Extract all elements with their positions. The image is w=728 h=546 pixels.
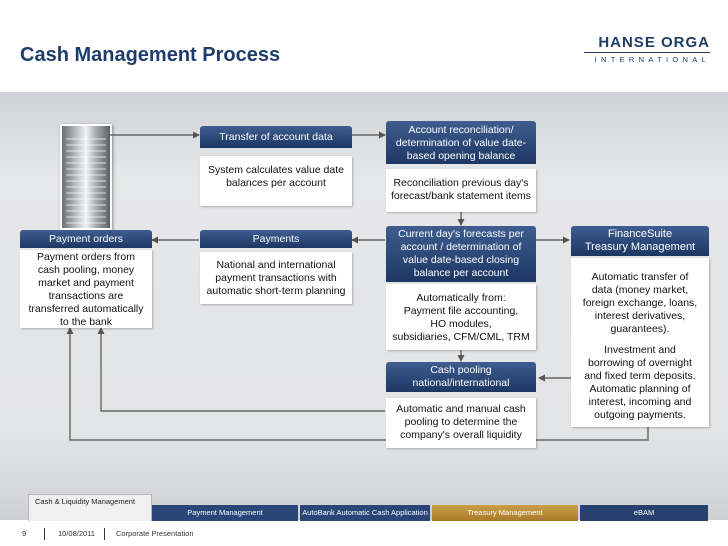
box-payments-body: National and international payment trans… xyxy=(200,252,352,304)
logo-divider xyxy=(584,52,710,53)
box-financesuite-header: FinanceSuite Treasury Management xyxy=(571,226,709,256)
box-payments: Payments National and international paym… xyxy=(200,230,352,304)
box-cashpool-body: Automatic and manual cash pooling to det… xyxy=(386,398,536,448)
box-payments-header: Payments xyxy=(200,230,352,248)
box-forecasts-header: Current day's forecasts per account / de… xyxy=(386,226,536,282)
box-payment-orders: Payment orders Payment orders from cash … xyxy=(20,230,152,328)
footer-separator xyxy=(44,528,45,540)
box-transfer-account-data: Transfer of account data System calculat… xyxy=(200,126,352,206)
box-transfer-body: System calculates value date balances pe… xyxy=(200,156,352,206)
box-transfer-header: Transfer of account data xyxy=(200,126,352,148)
page-title: Cash Management Process xyxy=(20,44,281,66)
arrow-financesuite-to-orders xyxy=(66,327,649,441)
logo-subtitle: INTERNATIONAL xyxy=(594,55,710,64)
tab-cash-liquidity-management[interactable]: Cash & Liquidity Management xyxy=(28,494,152,521)
footer-separator xyxy=(104,528,105,540)
box-account-reconciliation: Account reconciliation/ determination of… xyxy=(386,121,536,212)
arrow-cashpool-to-orders xyxy=(97,327,385,412)
footer: 9 10/08/2011 Corporate Presentation xyxy=(0,521,728,546)
box-payment-orders-body: Payment orders from cash pooling, money … xyxy=(20,250,152,328)
tab-payment-management[interactable]: Payment Management xyxy=(152,505,298,521)
box-financesuite-treasury: FinanceSuite Treasury Management Automat… xyxy=(571,226,709,427)
tab-ebam[interactable]: eBAM xyxy=(580,505,708,521)
box-reconcile-header: Account reconciliation/ determination of… xyxy=(386,121,536,164)
logo: HANSE ORGA xyxy=(598,34,710,51)
box-cash-pooling: Cash pooling national/international Auto… xyxy=(386,362,536,448)
box-forecasts-body: Automatically from: Payment file account… xyxy=(386,284,536,350)
footer-date: 10/08/2011 xyxy=(58,529,95,538)
box-cashpool-header: Cash pooling national/international xyxy=(386,362,536,392)
box-reconcile-body: Reconciliation previous day's forecast/b… xyxy=(386,169,536,212)
footer-label: Corporate Presentation xyxy=(116,529,194,538)
building-windows xyxy=(66,134,106,224)
tab-treasury-management[interactable]: Treasury Management xyxy=(432,505,578,521)
box-payment-orders-header: Payment orders xyxy=(20,230,152,248)
box-current-day-forecasts: Current day's forecasts per account / de… xyxy=(386,226,536,350)
tab-bar: Payment Management AutoBank Automatic Ca… xyxy=(0,505,728,521)
building-image xyxy=(60,124,112,230)
box-financesuite-body: Automatic transfer of data (money market… xyxy=(571,258,709,427)
footer-page-number: 9 xyxy=(22,529,27,538)
tab-autobank[interactable]: AutoBank Automatic Cash Application xyxy=(300,505,430,521)
